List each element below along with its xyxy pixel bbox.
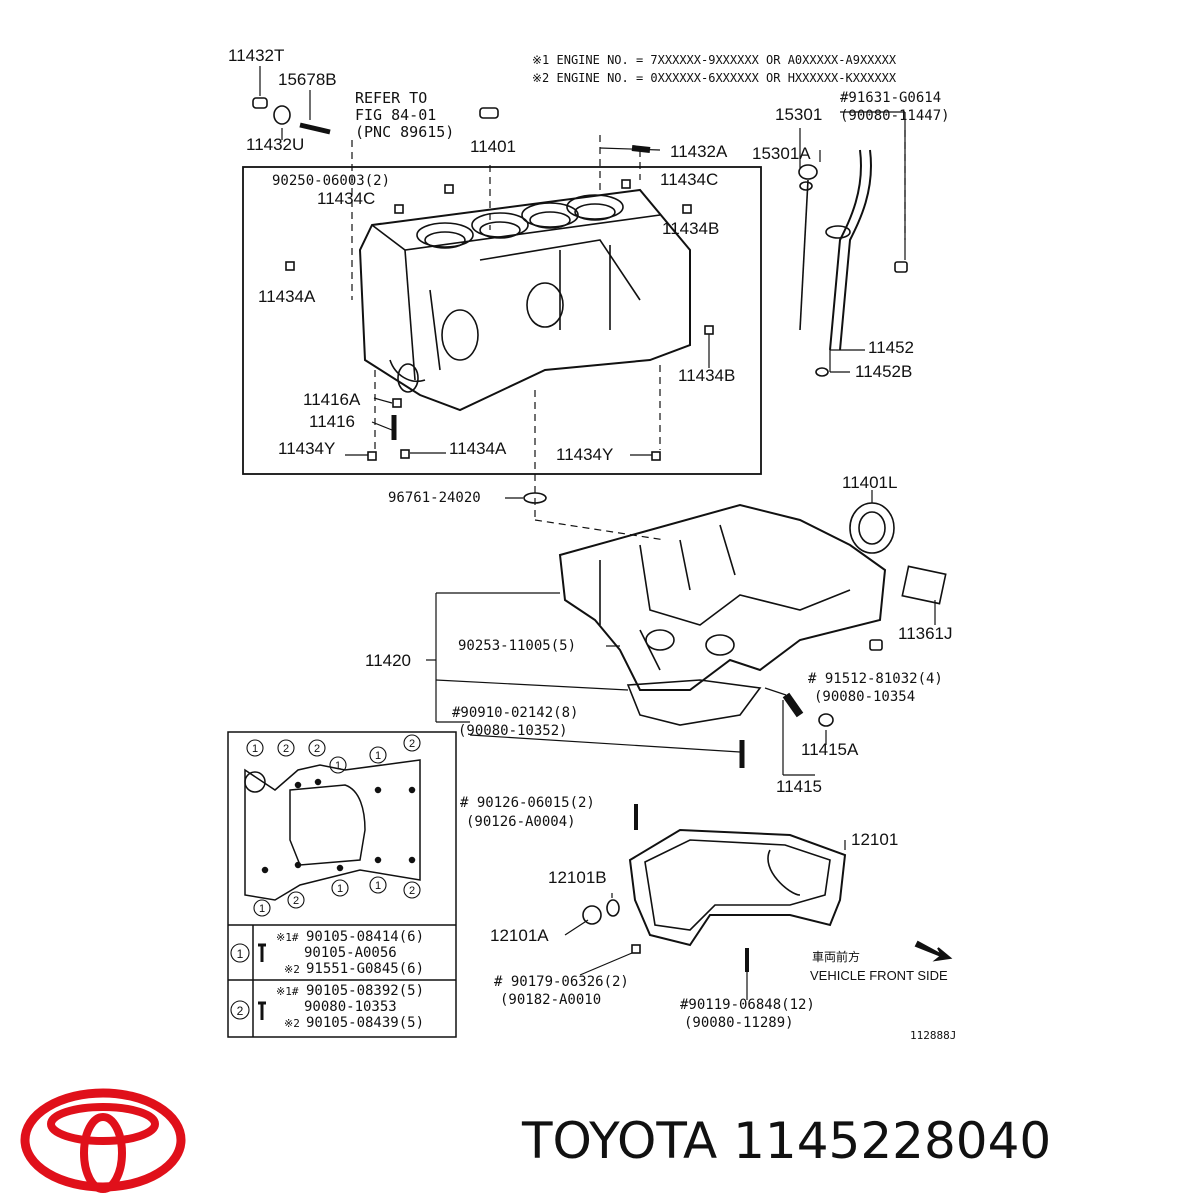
part-91631: #91631-G0614 bbox=[840, 90, 942, 106]
refer-line-2: FIG 84-01 bbox=[355, 106, 437, 124]
pattern-circle-2: 2 bbox=[409, 885, 415, 897]
row2-part-c: 90105-08439(5) bbox=[306, 1015, 425, 1031]
part-96761: 96761-24020 bbox=[388, 490, 481, 506]
part-11434Y-right: 11434Y bbox=[556, 445, 614, 464]
part-11401L: 11401L bbox=[842, 473, 898, 492]
part-91512: # 91512-81032(4) bbox=[808, 671, 943, 687]
part-11434Y-left: 11434Y bbox=[278, 439, 336, 458]
toyota-logo-icon bbox=[20, 1088, 186, 1193]
part-90179: # 90179-06326(2) bbox=[494, 974, 629, 990]
part-90126-06015: # 90126-06015(2) bbox=[460, 795, 595, 811]
pattern-circle-1: 1 bbox=[252, 743, 258, 755]
table-circle-1: 1 bbox=[237, 947, 244, 961]
row1-prefix-a: ※1# bbox=[276, 931, 299, 944]
oil-pan-shape bbox=[628, 828, 847, 947]
part-11452B: 11452B bbox=[855, 362, 913, 381]
brand-part-number: TOYOTA 1145228040 bbox=[522, 1112, 1052, 1170]
vehicle-front-en: VEHICLE FRONT SIDE bbox=[810, 968, 948, 983]
row1-part-a: 90105-08414(6) bbox=[306, 929, 425, 945]
bolt-pattern-table bbox=[227, 731, 457, 1038]
part-11452: 11452 bbox=[868, 338, 915, 357]
pattern-circle-1: 1 bbox=[337, 883, 343, 895]
vehicle-front-jp: 車両前方 bbox=[812, 950, 861, 964]
part-15301A: 15301A bbox=[752, 144, 811, 163]
dipstick-shape bbox=[798, 149, 872, 351]
part-90080-10354: (90080-10354 bbox=[814, 689, 916, 705]
refer-line-3: (PNC 89615) bbox=[355, 123, 455, 141]
part-11434C-left: 11434C bbox=[317, 189, 376, 208]
pattern-circle-2: 2 bbox=[293, 895, 299, 907]
pattern-circle-1: 1 bbox=[375, 750, 381, 762]
part-11361J: 11361J bbox=[898, 624, 953, 643]
front-arrow-icon bbox=[914, 940, 953, 962]
part-11415A: 11415A bbox=[801, 740, 859, 759]
part-90080-11447: (90080-11447) bbox=[840, 108, 950, 124]
part-90126-A0004: (90126-A0004) bbox=[466, 814, 576, 830]
part-11434A-bottom: 11434A bbox=[449, 439, 507, 458]
part-90910: #90910-02142(8) bbox=[452, 705, 579, 721]
part-90182: (90182-A0010 bbox=[500, 992, 602, 1008]
row1-part-b: 90105-A0056 bbox=[304, 945, 397, 961]
part-12101B: 12101B bbox=[548, 868, 607, 887]
part-11432U: 11432U bbox=[246, 135, 305, 154]
row2-part-b: 90080-10353 bbox=[304, 999, 397, 1015]
part-11434C-right: 11434C bbox=[660, 170, 719, 189]
part-15301: 15301 bbox=[775, 105, 823, 124]
pattern-circle-2: 2 bbox=[409, 738, 415, 750]
gasket-ring bbox=[523, 492, 547, 504]
part-11416A: 11416A bbox=[303, 390, 361, 409]
refer-line-1: REFER TO bbox=[355, 89, 428, 107]
part-90080-11289: (90080-11289) bbox=[684, 1015, 794, 1031]
cylinder-block-frame bbox=[242, 166, 762, 475]
engine-note-2: ※2 ENGINE NO. = 0XXXXXX-6XXXXXX OR HXXXX… bbox=[532, 71, 897, 85]
part-15678B: 15678B bbox=[278, 70, 337, 89]
cylinder-block-shape bbox=[358, 188, 691, 412]
part-11432T: 11432T bbox=[228, 46, 285, 65]
part-90119: #90119-06848(12) bbox=[680, 997, 815, 1013]
part-11434A-left: 11434A bbox=[258, 287, 316, 306]
pattern-circle-1: 1 bbox=[375, 880, 381, 892]
pattern-circle-1: 1 bbox=[259, 903, 265, 915]
row1-prefix-c: ※2 bbox=[284, 963, 300, 976]
pattern-circle-2: 2 bbox=[314, 743, 320, 755]
part-12101: 12101 bbox=[851, 830, 899, 849]
part-11434B-top: 11434B bbox=[662, 219, 720, 238]
part-11420: 11420 bbox=[365, 651, 412, 670]
table-circle-2: 2 bbox=[237, 1004, 244, 1018]
part-11434B-bottom: 11434B bbox=[678, 366, 736, 385]
row2-part-a: 90105-08392(5) bbox=[306, 983, 425, 999]
oil-seal bbox=[849, 502, 895, 554]
pattern-circle-2: 2 bbox=[283, 743, 289, 755]
row2-prefix-c: ※2 bbox=[284, 1017, 300, 1030]
part-11415: 11415 bbox=[776, 777, 823, 796]
row1-part-c: 91551-G0845(6) bbox=[306, 961, 425, 977]
part-11432A: 11432A bbox=[670, 142, 728, 161]
crankcase-shape bbox=[558, 503, 947, 726]
part-90253: 90253-11005(5) bbox=[458, 638, 577, 654]
row2-prefix-a: ※1# bbox=[276, 985, 299, 998]
part-12101A: 12101A bbox=[490, 926, 549, 945]
part-90080-10352: (90080-10352) bbox=[458, 723, 568, 739]
pattern-circle-1: 1 bbox=[335, 760, 341, 772]
part-90250: 90250-06003(2) bbox=[272, 173, 391, 189]
engine-note-1: ※1 ENGINE NO. = 7XXXXXX-9XXXXXX OR A0XXX… bbox=[532, 53, 897, 67]
part-11416: 11416 bbox=[309, 412, 356, 431]
figure-code: 112888J bbox=[910, 1029, 957, 1042]
part-11401: 11401 bbox=[470, 137, 517, 156]
